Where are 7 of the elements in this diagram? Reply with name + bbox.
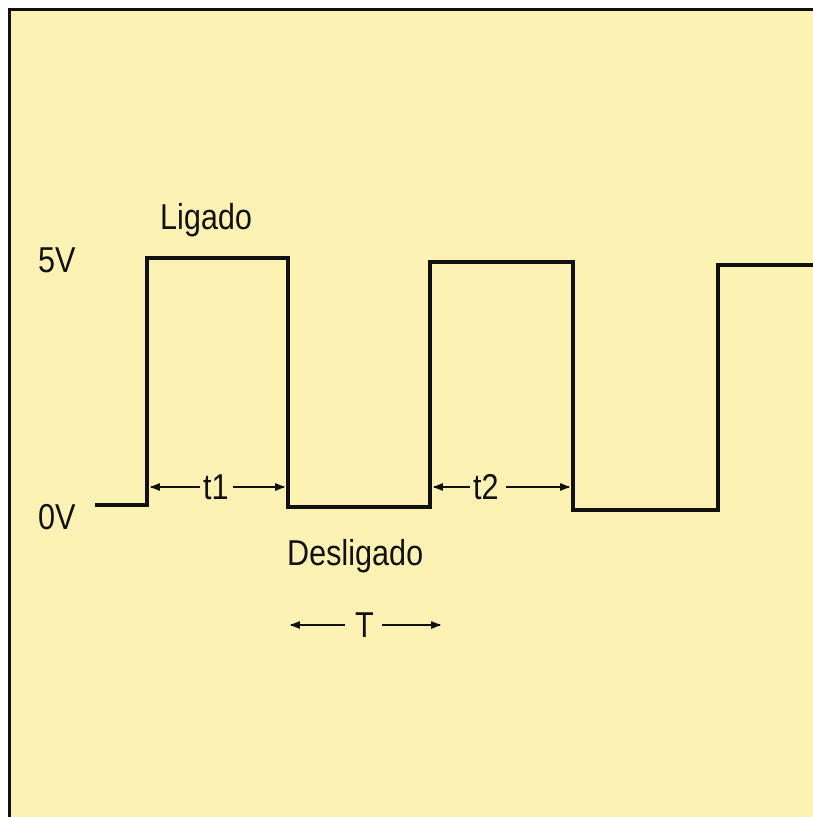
- state-label: Ligado: [160, 197, 252, 237]
- state-label: Desligado: [287, 533, 424, 573]
- voltage-label: 0V: [38, 497, 76, 537]
- dimension-label: t2: [473, 467, 499, 507]
- dimension-label: t1: [203, 467, 229, 507]
- dimension-label: T: [355, 605, 374, 645]
- voltage-label: 5V: [38, 240, 76, 280]
